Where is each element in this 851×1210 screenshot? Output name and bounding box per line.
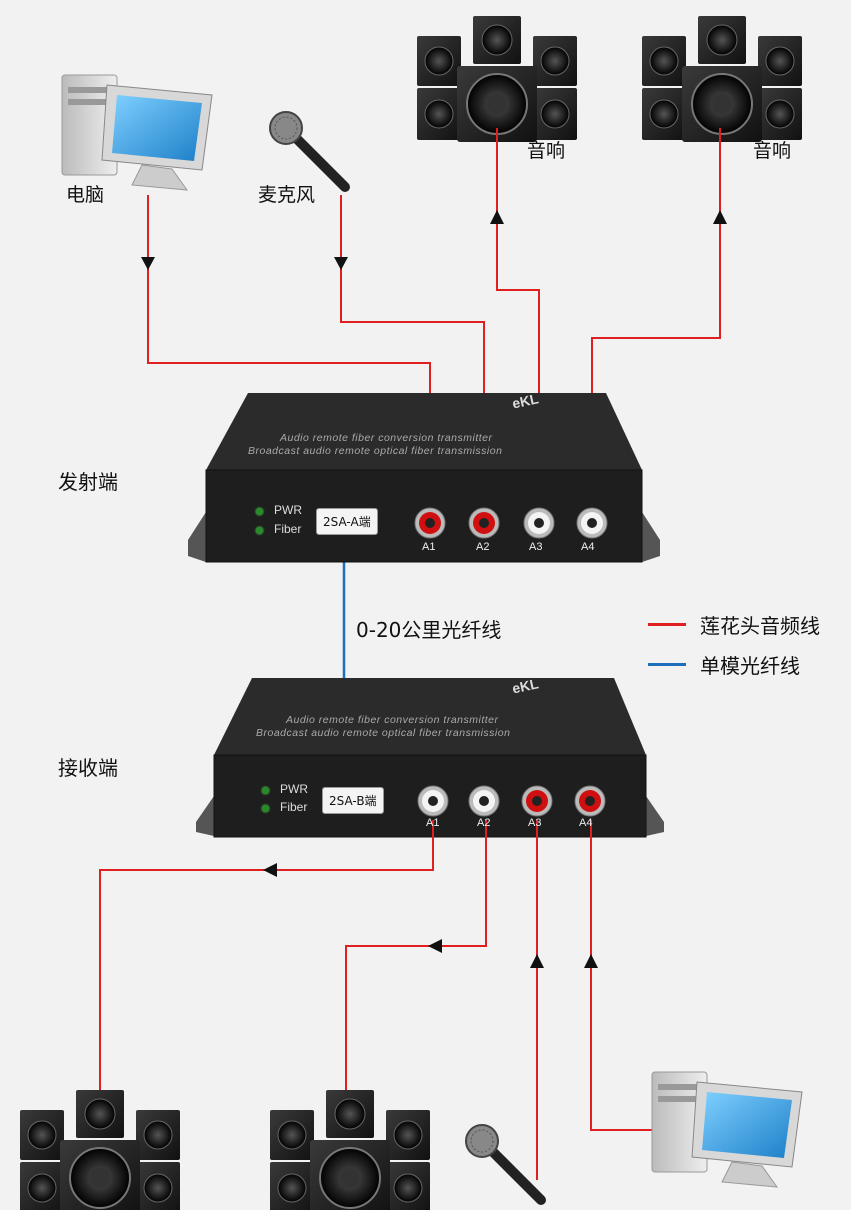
transmitter-port-a1[interactable]: [414, 507, 446, 539]
receiver-model-tag: 2SA-B端: [322, 787, 384, 814]
transmitter-banner-line1: Audio remote fiber conversion transmitte…: [280, 432, 493, 444]
transmitter-banner-line2: Broadcast audio remote optical fiber tra…: [248, 445, 503, 457]
receiver-box: [196, 678, 664, 838]
transmitter-port-a3[interactable]: [523, 507, 555, 539]
arrow-up-icon: [584, 954, 598, 968]
transmitter-pwr-text: PWR: [274, 503, 302, 517]
receiver-port-a2[interactable]: [468, 785, 500, 817]
transmitter-port-a1-label: A1: [422, 541, 436, 553]
transmitter-model-tag: 2SA-A端: [316, 508, 378, 535]
speaker-top-right-label: 音响: [753, 140, 792, 162]
transmitter-port-a2-label: A2: [476, 541, 490, 553]
receiver-port-a3[interactable]: [521, 785, 553, 817]
microphone-bottom-icon: [466, 1125, 541, 1200]
receiver-port-a1-label: A1: [426, 817, 440, 829]
receiver-fiber-led: [262, 805, 269, 812]
wire-computer-a4: [590, 820, 660, 1131]
receiver-port-a2-label: A2: [477, 817, 491, 829]
arrow-down-icon: [141, 257, 155, 270]
legend-fiber: 单模光纤线: [648, 650, 800, 679]
microphone-top-label: 麦克风: [258, 184, 316, 206]
transmitter-side-label: 发射端: [58, 470, 118, 494]
receiver-port-a1[interactable]: [417, 785, 449, 817]
transmitter-pwr-led: [256, 508, 263, 515]
arrow-down-icon: [334, 257, 348, 270]
wire-a2-speaker: [345, 820, 487, 1100]
computer-bottom-icon: [651, 1071, 803, 1188]
legend-rca: 莲花头音频线: [648, 610, 820, 639]
arrow-up-icon: [530, 954, 544, 968]
legend-fiber-label: 单模光纤线: [700, 654, 800, 678]
transmitter-port-a4[interactable]: [576, 507, 608, 539]
receiver-banner-line1: Audio remote fiber conversion transmitte…: [286, 714, 499, 726]
speaker-top-left-icon: [416, 15, 578, 143]
microphone-top-icon: [270, 112, 345, 187]
legend-rca-label: 莲花头音频线: [700, 614, 820, 638]
speaker-bottom-left-icon: [19, 1089, 181, 1210]
transmitter-box: [188, 393, 660, 563]
transmitter-port-a2[interactable]: [468, 507, 500, 539]
receiver-pwr-text: PWR: [280, 782, 308, 796]
arrow-left-icon: [263, 863, 277, 877]
transmitter-fiber-led: [256, 527, 263, 534]
receiver-side-label: 接收端: [58, 756, 118, 780]
speaker-top-right-icon: [641, 15, 803, 143]
receiver-port-a4-label: A4: [579, 817, 593, 829]
arrow-left-icon: [428, 939, 442, 953]
transmitter-port-a4-label: A4: [581, 541, 595, 553]
transmitter-port-a3-label: A3: [529, 541, 543, 553]
receiver-fiber-text: Fiber: [280, 800, 308, 814]
legend-rca-swatch: [648, 623, 686, 626]
transmitter-fiber-text: Fiber: [274, 522, 302, 536]
computer-top-label: 电脑: [66, 184, 105, 206]
receiver-port-a3-label: A3: [528, 817, 542, 829]
wire-a1-speaker: [99, 820, 434, 1100]
speaker-top-left-label: 音响: [527, 140, 566, 162]
legend-fiber-swatch: [648, 663, 686, 666]
fiber-length-label: 0-20公里光纤线: [356, 618, 502, 642]
receiver-port-a4[interactable]: [574, 785, 606, 817]
computer-top-icon: [61, 74, 213, 191]
arrow-up-icon: [490, 210, 504, 224]
receiver-pwr-led: [262, 787, 269, 794]
arrow-up-icon: [713, 210, 727, 224]
speaker-bottom-mid-icon: [269, 1089, 431, 1210]
receiver-banner-line2: Broadcast audio remote optical fiber tra…: [256, 727, 511, 739]
